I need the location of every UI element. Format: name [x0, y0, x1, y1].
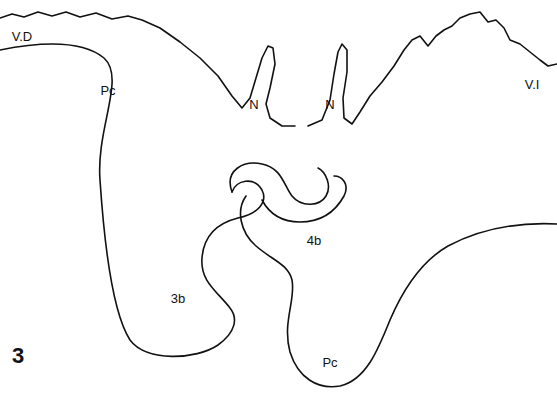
region-label: N — [325, 98, 334, 111]
lobe-outline — [241, 196, 557, 387]
surface-line — [308, 12, 557, 126]
lobe-outline — [262, 176, 346, 222]
region-label: Pc — [100, 84, 115, 97]
region-label: Pc — [322, 356, 337, 369]
lobe-outline — [0, 44, 264, 356]
region-label: 3b — [171, 292, 185, 305]
region-label: V.I — [525, 78, 540, 91]
region-label: V.D — [12, 30, 32, 43]
region-label: N — [249, 98, 258, 111]
surface-line — [0, 12, 295, 126]
region-label: 4b — [307, 234, 321, 247]
figure-number: 3 — [12, 345, 24, 367]
